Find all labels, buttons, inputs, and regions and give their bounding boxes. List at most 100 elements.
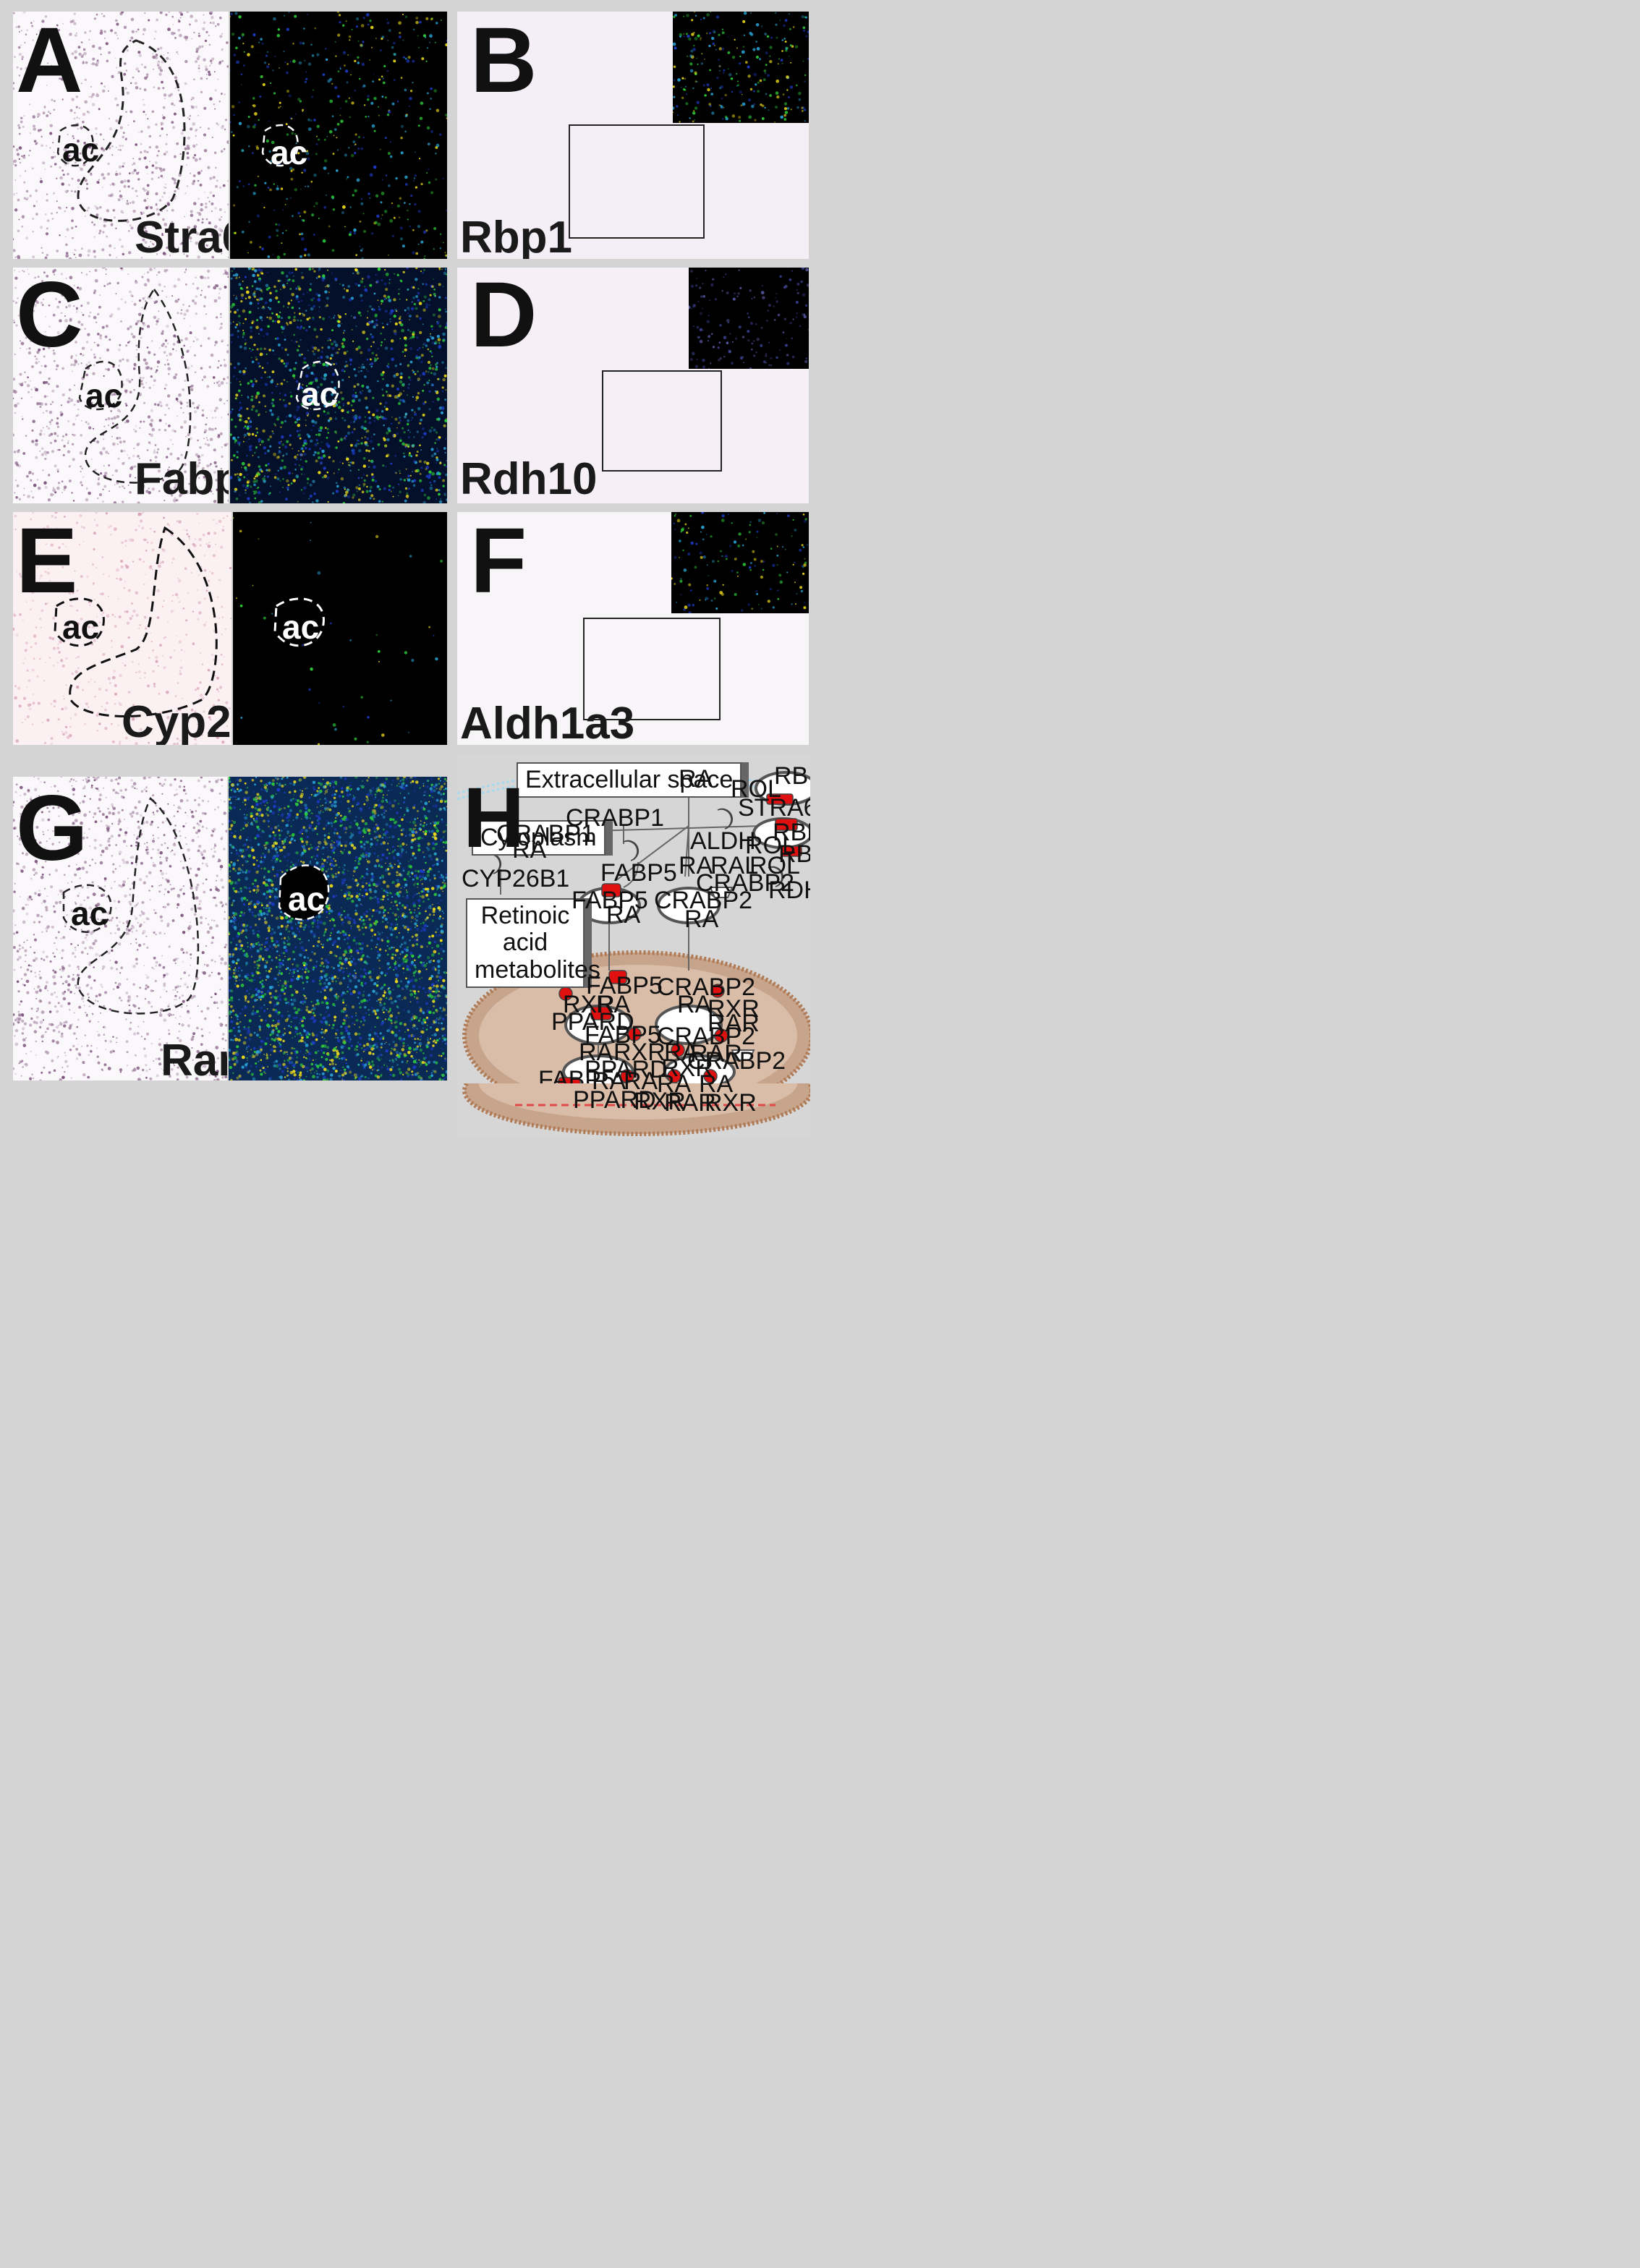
nucleus-ppard-1: PPARD bbox=[551, 1008, 634, 1036]
panel-e-heatmap-ac-label: ac bbox=[282, 608, 320, 646]
panel-g-gene-label: Rarb bbox=[161, 1036, 227, 1081]
panel-e-ac-label: ac bbox=[62, 608, 100, 646]
panel-e-gene-label: Cyp26b1 bbox=[122, 697, 231, 745]
panel-label-b: B bbox=[470, 9, 538, 112]
pathway-ra-crabp2: RA bbox=[684, 905, 719, 933]
speckle-texture bbox=[229, 777, 447, 1080]
pathway-ra-extracellular: RA bbox=[679, 765, 713, 793]
pathway-ral: RAL bbox=[710, 852, 759, 879]
nucleus-rxr-2: RXR bbox=[708, 995, 760, 1023]
pathway-crabp2: CRABP2 bbox=[696, 869, 795, 897]
nucleus-crabp2-1: CRABP2 bbox=[657, 973, 756, 1001]
pathway-rbp4: RBP4 bbox=[774, 762, 810, 790]
panel-c-gene-label: Fabp5 bbox=[135, 454, 229, 503]
panel-b-gene-label: Rbp1 bbox=[460, 213, 572, 260]
panel-g-heatmap: ac bbox=[229, 777, 447, 1080]
panel-h-dna-row bbox=[457, 1083, 810, 1138]
panel-g-outline bbox=[62, 797, 200, 1015]
pathway-ra-crabp1: RA bbox=[512, 836, 547, 864]
pathway-rol-2: ROL bbox=[745, 832, 796, 859]
dna-rar: RAR bbox=[664, 1089, 716, 1117]
panel-a-heatmap: ac bbox=[230, 12, 447, 259]
panel-f-zoom-box bbox=[583, 618, 721, 720]
pathway-crabp2-complex: CRABP2 bbox=[654, 887, 753, 914]
panel-label-e: E bbox=[16, 509, 78, 613]
dna-ra-4: RA bbox=[699, 1070, 734, 1098]
dna-ra-2: RA bbox=[624, 1067, 658, 1095]
panel-a-outline bbox=[56, 39, 186, 222]
nucleus-fabp5-3: FABP5 bbox=[538, 1066, 615, 1083]
panel-c-brightfield: ac Fabp5 bbox=[13, 268, 229, 503]
panel-a-heatmap-ac-label: ac bbox=[271, 134, 308, 171]
dna-ppard: PPARD bbox=[573, 1086, 656, 1114]
cytoplasm-label: Cytoplasm bbox=[472, 820, 606, 856]
panel-b-zoom-box bbox=[569, 124, 705, 239]
panel-d-zoom-box bbox=[602, 370, 722, 472]
nucleus-rxr-4: RXR bbox=[661, 1054, 713, 1082]
panel-d-heatmap-inset bbox=[689, 268, 809, 369]
panel-h-pathway: Extracellular space Cytoplasm Retinoic a… bbox=[457, 754, 810, 1083]
panel-f-image: Aldh1a3 bbox=[457, 512, 809, 745]
pathway-fabp5-complex: FABP5 bbox=[572, 887, 648, 914]
panel-label-h: H bbox=[463, 770, 525, 866]
speckle-texture bbox=[671, 512, 809, 613]
extracellular-space-label: Extracellular space bbox=[517, 762, 742, 798]
speckle-texture bbox=[233, 516, 443, 745]
panel-b-heatmap-inset bbox=[673, 12, 809, 123]
pathway-rbp1-b: RBP1 bbox=[778, 840, 810, 868]
nucleus-ra-4: RA bbox=[664, 1039, 699, 1066]
nucleus-ppard-2: PPARD bbox=[585, 1056, 668, 1083]
panel-a-ac-label: ac bbox=[62, 131, 100, 169]
speckle-texture bbox=[13, 12, 229, 259]
nucleus-ra-1: RA bbox=[596, 991, 631, 1018]
panel-g-heatmap-outline bbox=[278, 864, 330, 921]
panel-c-outline bbox=[78, 287, 192, 484]
speckle-texture bbox=[673, 12, 809, 123]
pathway-fabp5: FABP5 bbox=[600, 859, 677, 887]
panel-d-gene-label: Rdh10 bbox=[460, 454, 598, 503]
panel-e-heatmap-outline bbox=[273, 597, 325, 647]
dna-ra-3: RA bbox=[657, 1070, 692, 1098]
pathway-rdh: RDH bbox=[768, 877, 810, 904]
nucleus-fabp5-1: FABP5 bbox=[586, 972, 663, 999]
panel-c-ac-label: ac bbox=[85, 377, 123, 414]
pathway-rol-1: ROL bbox=[731, 775, 781, 803]
panel-e-heatmap: ac bbox=[233, 512, 447, 745]
nucleus-ra-3: RA bbox=[579, 1039, 613, 1066]
pathway-rol-3: ROL bbox=[749, 852, 800, 879]
panel-label-g: G bbox=[16, 777, 88, 880]
speckle-texture bbox=[13, 777, 227, 1080]
nucleus-crabp2-3: CRABP2 bbox=[687, 1047, 786, 1075]
panel-g-ac-label: ac bbox=[71, 895, 109, 932]
dna-ra-1: RA bbox=[592, 1067, 626, 1095]
nucleus-ra-2: RA bbox=[677, 991, 712, 1018]
pathway-ra-fabp5: RA bbox=[606, 901, 641, 929]
panel-a-heatmap-outline bbox=[261, 124, 299, 167]
panel-label-d: D bbox=[470, 263, 538, 367]
panel-f-heatmap-inset bbox=[671, 512, 809, 613]
panel-g-heatmap-ac-label: ac bbox=[288, 880, 326, 918]
speckle-texture bbox=[230, 12, 447, 259]
panel-d-image: Rdh10 bbox=[457, 268, 809, 503]
dna-graphics bbox=[462, 1083, 810, 1136]
speckle-texture bbox=[230, 268, 447, 503]
panel-label-c: C bbox=[16, 263, 83, 367]
nucleus-rxr-1: RXR bbox=[563, 991, 615, 1018]
nucleus-fabp5-2: FABP5 bbox=[585, 1021, 661, 1049]
panel-f-gene-label: Aldh1a3 bbox=[460, 699, 635, 746]
pathway-ra-cytoplasm: RA bbox=[679, 852, 713, 879]
panel-g-brightfield: ac Rarb bbox=[13, 777, 227, 1080]
panel-a-gene-label: Stra6 bbox=[135, 213, 229, 260]
dna-rxr-1: RXR bbox=[634, 1088, 686, 1115]
panel-c-heatmap: ac bbox=[230, 268, 447, 503]
panel-a-brightfield: ac Stra6 bbox=[13, 12, 229, 259]
retinoic-acid-metabolites-label: Retinoic acid metabolites bbox=[466, 898, 600, 989]
pathway-crabp1: CRABP1 bbox=[566, 804, 665, 832]
dna-rxr-2: RXR bbox=[705, 1089, 757, 1117]
panel-c-heatmap-outline bbox=[295, 360, 340, 411]
nucleus-rar-2: RAR bbox=[690, 1040, 742, 1067]
panel-b-image: Rbp1 bbox=[457, 12, 809, 259]
nucleus-rar-1: RAR bbox=[708, 1010, 760, 1037]
speckle-texture bbox=[13, 268, 229, 503]
speckle-texture bbox=[689, 268, 809, 369]
